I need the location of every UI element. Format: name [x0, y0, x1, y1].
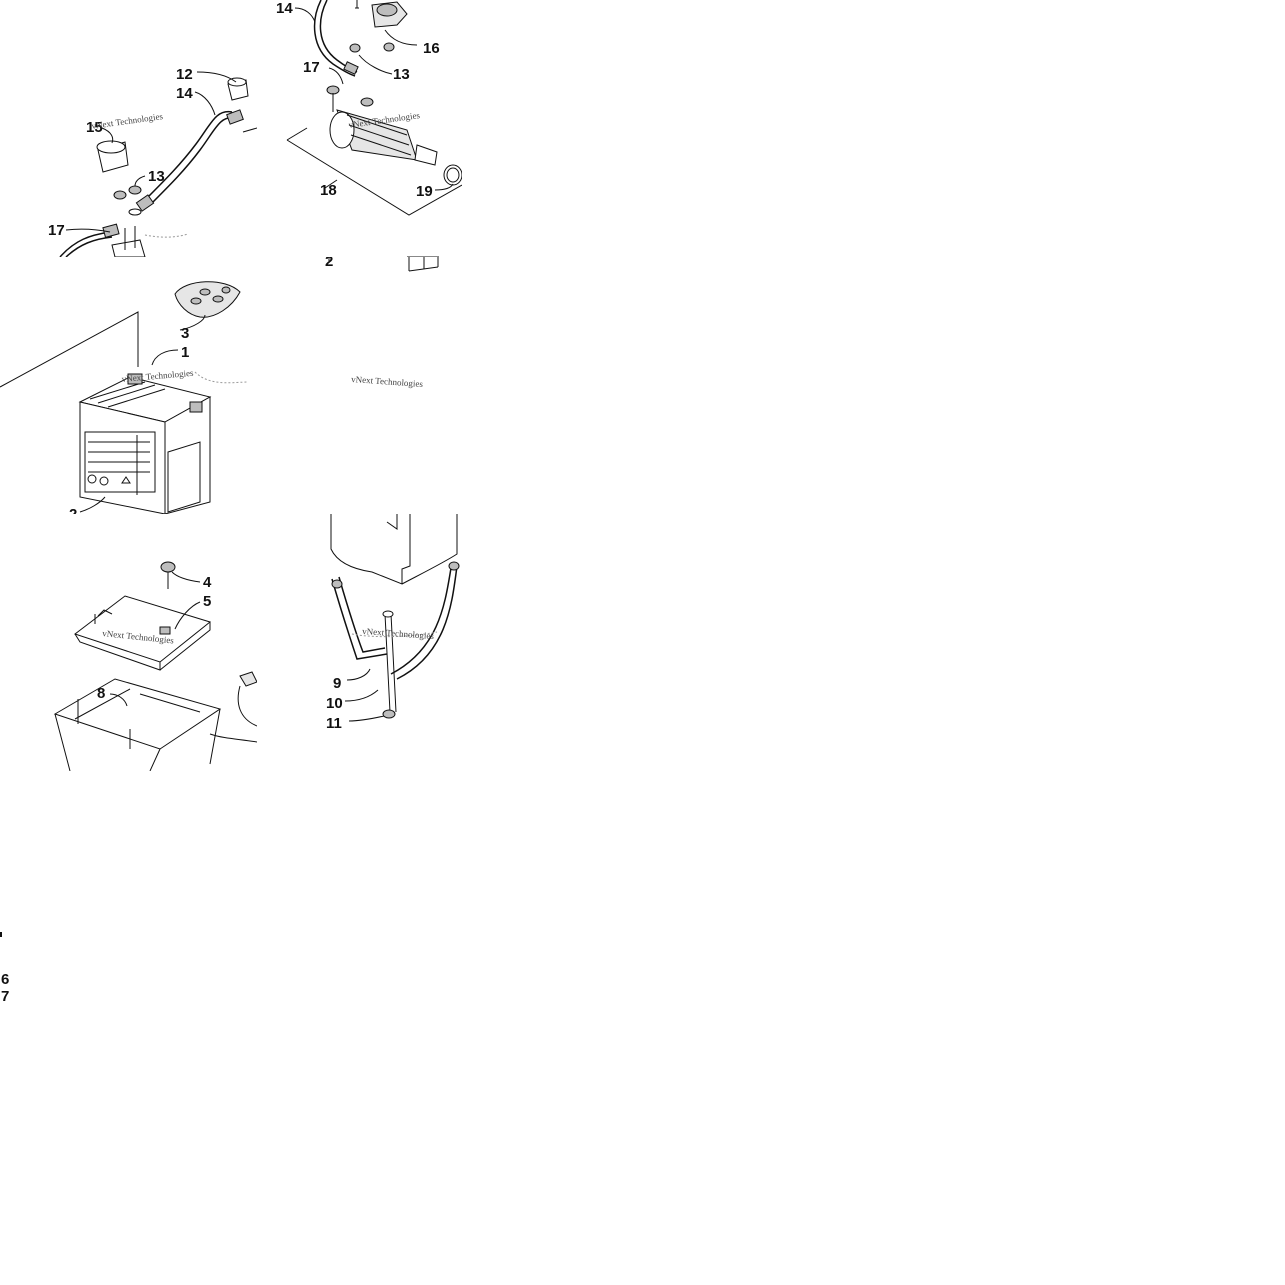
bolt-17 — [326, 85, 340, 95]
callout-18: 18 — [320, 182, 337, 199]
callout-14: 14 — [176, 85, 193, 102]
callout-15: 15 — [86, 119, 103, 136]
hardware-kit-3 — [174, 281, 241, 318]
callout-3: 3 — [181, 325, 189, 342]
watermark-3: vNext Technologies — [121, 368, 194, 384]
callout-12: 12 — [176, 66, 193, 83]
callout-2: 2 — [69, 506, 77, 514]
callout-1: 1 — [181, 344, 189, 361]
callout-4: 4 — [203, 574, 212, 591]
nut-11 — [382, 709, 396, 719]
callout-16: 16 — [423, 40, 440, 57]
watermark: vNext Technologies — [91, 111, 164, 131]
callout-13: 13 — [148, 168, 165, 185]
cable-boots-drawing: 12 14 15 13 17 vNext Technologies — [48, 66, 257, 257]
callout-7: 7 — [1, 988, 10, 1005]
callout-14b: 14 — [276, 0, 293, 17]
knob-4 — [160, 561, 176, 573]
terminal-1 — [127, 373, 143, 385]
plate-5 — [73, 595, 212, 663]
callout-17: 17 — [48, 222, 65, 239]
callout-13b: 13 — [393, 66, 410, 83]
nut-13b — [349, 43, 361, 53]
battery-drawing: 3 1 2 vNext Technologies — [0, 281, 249, 514]
callout-5: 5 — [203, 593, 211, 610]
callout-edge: 2 — [325, 257, 333, 270]
cable-terminal — [226, 109, 244, 125]
callout-19: 19 — [416, 183, 433, 200]
nut-13 — [113, 190, 127, 200]
tile-hold-down-strap: 9 10 11 vNext Technologies — [257, 514, 462, 771]
tile-cable-boots: 12 14 15 13 17 vNext Technologies — [0, 0, 257, 257]
battery-tray-8 — [53, 678, 222, 750]
blank-drawing: 2 vNext Technologies — [325, 257, 439, 389]
callout-8: 8 — [97, 685, 105, 702]
tile-blank: 2 vNext Technologies — [257, 257, 462, 514]
watermark-4: vNext Technologies — [351, 374, 424, 389]
callout-9: 9 — [333, 675, 341, 692]
callout-11: 11 — [326, 715, 342, 732]
edge-tick — [0, 932, 2, 937]
rod-10 — [382, 610, 394, 618]
tile-battery-tray: 4 5 8 vNext Technologies — [0, 514, 257, 771]
callout-6: 6 — [1, 971, 10, 988]
tile-battery: 3 1 2 vNext Technologies — [0, 257, 257, 514]
watermark-6: vNext Technologies — [362, 626, 435, 641]
callout-10: 10 — [326, 695, 343, 712]
hold-down-strap-drawing: 9 10 11 vNext Technologies — [326, 514, 460, 732]
starter-motor-drawing: 14 16 17 13 18 19 vNext Technologies — [276, 0, 462, 257]
callout-17b: 17 — [303, 59, 320, 76]
tile-starter-motor: 14 16 17 13 18 19 vNext Technologies — [257, 0, 462, 257]
battery-tray-drawing: 4 5 8 vNext Technologies — [53, 561, 257, 771]
